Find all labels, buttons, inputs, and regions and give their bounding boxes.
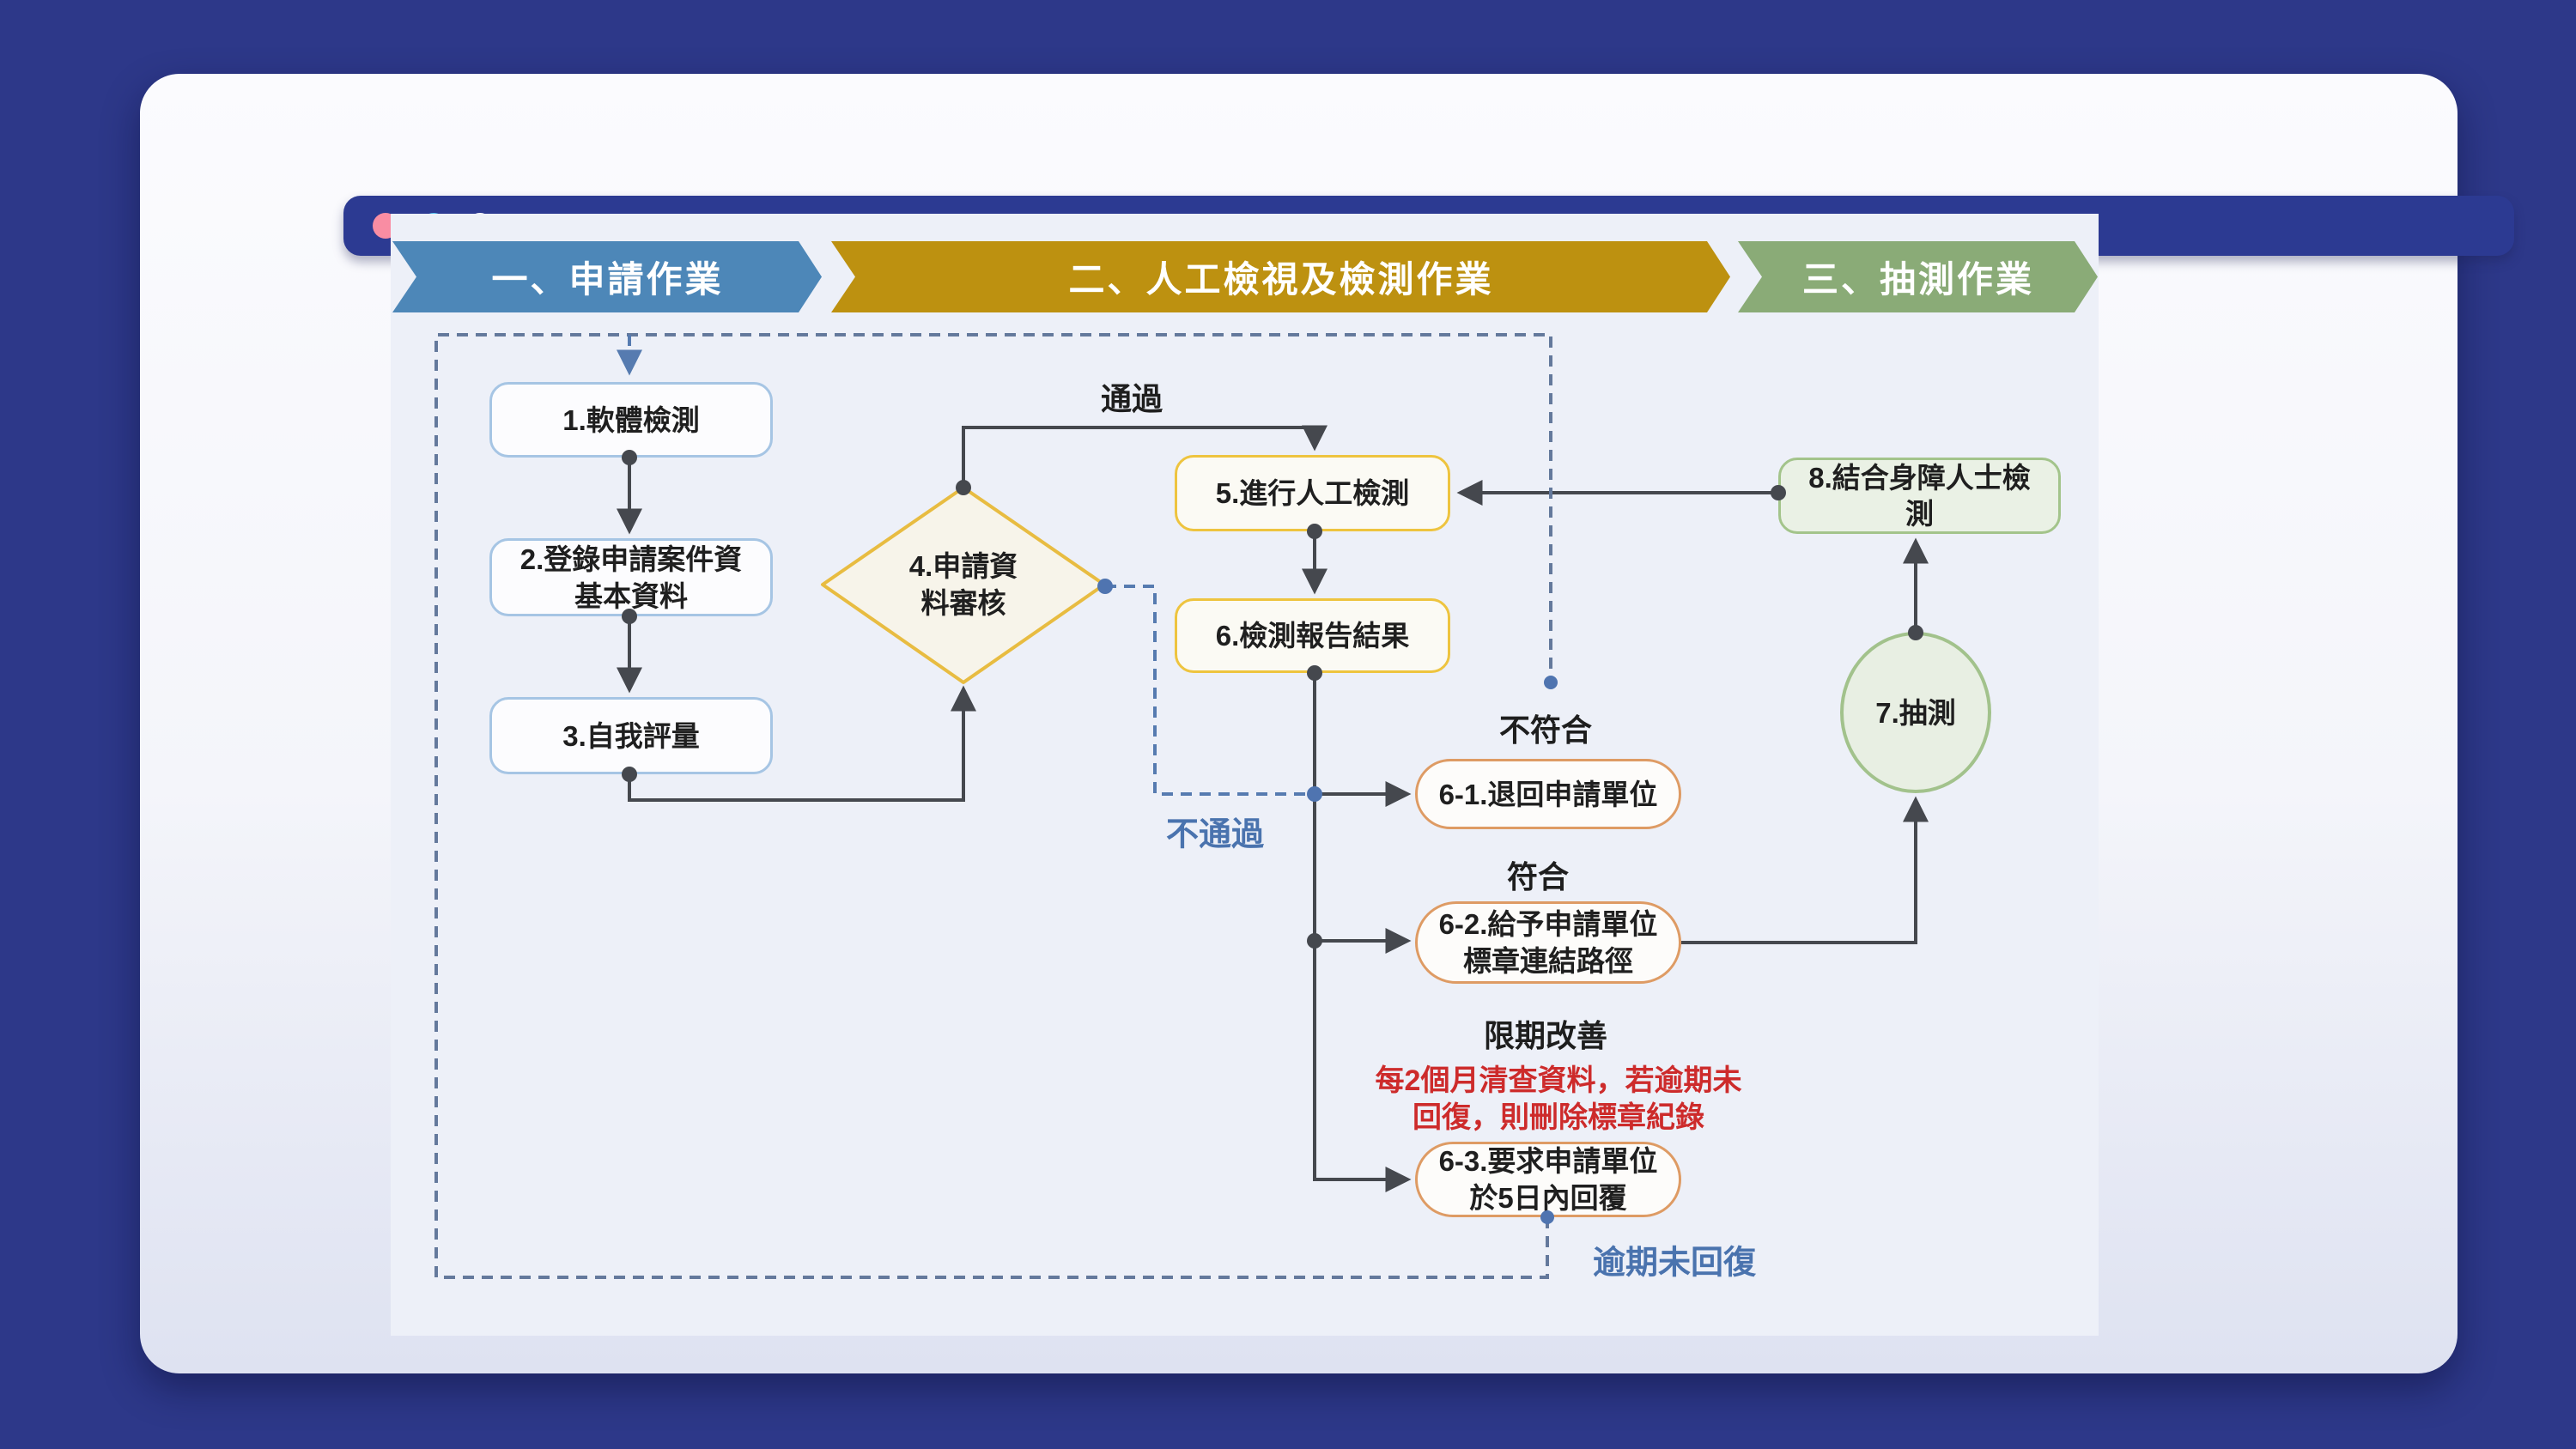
node-test-report-result: 6.檢測報告結果 [1175, 598, 1450, 673]
edge-label-improve-deadline: 限期改善 [1483, 1018, 1608, 1053]
node-register-case-data: 2.登錄申請案件資 基本資料 [489, 538, 773, 616]
node-sampling-test: 7.抽測 [1875, 696, 1956, 729]
stage-banner-sampling: 三、抽測作業 [1738, 241, 2098, 312]
node-application-data-review: 4.申請資 料審核 [908, 550, 1018, 619]
stage-banner-manual-review: 二、人工檢視及檢測作業 [831, 241, 1730, 312]
edge-label-overdue-no-reply: 逾期未回復 [1592, 1245, 1757, 1282]
edge-label-fail: 不通過 [1165, 816, 1265, 853]
edge-label-compliant: 符合 [1506, 859, 1570, 894]
node-return-to-applicant: 6-1.退回申請單位 [1415, 759, 1681, 829]
stage-banner-application: 一、申請作業 [392, 241, 822, 312]
stage-banner-sampling-label: 三、抽測作業 [1801, 259, 2034, 300]
node-manual-test: 5.進行人工檢測 [1175, 455, 1450, 531]
node-grant-label-link: 6-2.給予申請單位 標章連結路徑 [1415, 901, 1681, 984]
node-software-test: 1.軟體檢測 [489, 382, 773, 458]
edge-label-pass: 通過 [1100, 381, 1163, 416]
node-disabled-user-test: 8.結合身障人士檢 測 [1778, 458, 2061, 534]
stage-banner-manual-review-label: 二、人工檢視及檢測作業 [1068, 259, 1494, 300]
node-self-assessment: 3.自我評量 [489, 697, 773, 774]
stage-banner-application-label: 一、申請作業 [491, 259, 724, 300]
note-bimonthly-audit: 每2個月清查資料，若逾期未 回復，則刪除標章紀錄 [1375, 1064, 1742, 1134]
edge-label-noncompliant: 不符合 [1498, 712, 1593, 748]
node-require-reply-5days: 6-3.要求申請單位 於5日內回覆 [1415, 1142, 1681, 1217]
